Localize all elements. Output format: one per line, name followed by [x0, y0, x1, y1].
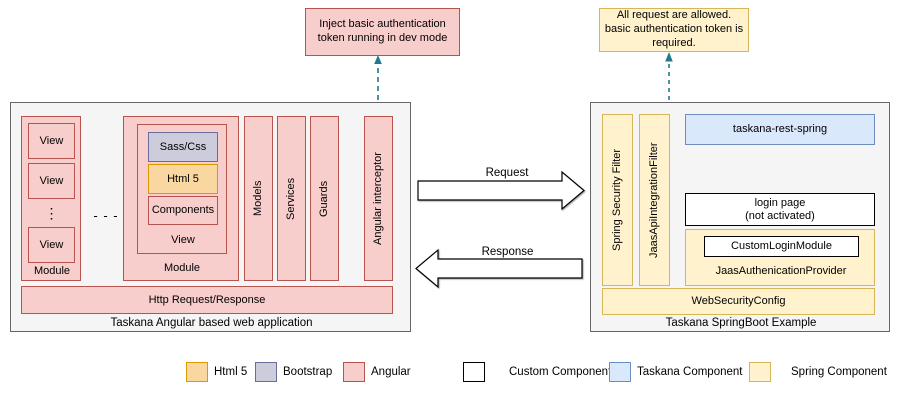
legend-label-spring-component: Spring Component — [791, 366, 887, 378]
taskana-rest-spring-box: taskana-rest-spring — [685, 114, 875, 145]
legend-label-bootstrap: Bootstrap — [283, 366, 333, 378]
column-angular-interceptor-label: Angular interceptor — [372, 152, 385, 245]
callout-dev-mode: Inject basic authentication token runnin… — [305, 8, 460, 56]
login-page-label-line1: login page — [754, 196, 806, 209]
module-b-label: Module — [124, 259, 240, 277]
web-security-config: WebSecurityConfig — [602, 288, 875, 315]
module-b-view-label: View — [138, 229, 228, 251]
legend-item-custom-component: Custom Component — [463, 362, 611, 382]
column-guards: Guards — [310, 116, 339, 281]
spring-security-filter: Spring Security Filter — [602, 114, 633, 286]
legend-item-angular: Angular — [343, 362, 411, 382]
column-services: Services — [277, 116, 306, 281]
legend-item-bootstrap: Bootstrap — [255, 362, 332, 382]
module-a-view-1-label: View — [39, 134, 64, 147]
legend-label-html5: Html 5 — [214, 366, 248, 378]
left-panel-title: Taskana Angular based web application — [11, 315, 412, 332]
http-request-response-bar: Http Request/Response — [21, 286, 393, 314]
module-a-vertical-ellipsis-icon: ⋮ — [28, 201, 75, 225]
module-a-label-text: Module — [33, 265, 71, 278]
jaas-authentication-provider-label: JaasAuthenicationProvider — [686, 260, 876, 282]
spring-security-filter-label: Spring Security Filter — [611, 148, 624, 252]
jaas-api-integration-filter-label: JaasApiIntegrationFilter — [648, 142, 661, 258]
module-b-item-html5: Html 5 — [148, 164, 218, 194]
taskana-rest-spring-label: taskana-rest-spring — [732, 123, 828, 136]
column-models-label: Models — [252, 180, 265, 217]
callout-dev-mode-text: Inject basic authentication token runnin… — [317, 18, 448, 44]
left-panel-angular-app: View View ⋮ View Module - - - Sas — [10, 102, 411, 332]
module-a: View View ⋮ View Module — [21, 116, 81, 281]
login-page-label-line2: (not activated) — [745, 209, 815, 222]
legend-swatch-taskana-component — [609, 362, 631, 382]
legend-label-taskana-component: Taskana Component — [637, 366, 743, 378]
module-a-view-3: View — [28, 227, 75, 263]
module-b-label-text: Module — [163, 261, 201, 274]
jaas-authentication-provider: CustomLoginModule JaasAuthenicationProvi… — [685, 229, 875, 286]
module-a-label: Module — [22, 263, 82, 280]
module-a-view-2: View — [28, 163, 75, 199]
column-models: Models — [244, 116, 273, 281]
module-sequence-ellipsis-icon: - - - — [86, 208, 126, 224]
module-b-item-sass-css: Sass/Css — [148, 132, 218, 162]
module-a-ellipsis-glyph: ⋮ — [44, 204, 59, 221]
jaas-api-integration-filter: JaasApiIntegrationFilter — [639, 114, 670, 286]
response-label-text: Response — [481, 246, 534, 259]
left-panel-title-text: Taskana Angular based web application — [110, 316, 313, 329]
web-security-config-label: WebSecurityConfig — [691, 295, 786, 308]
custom-login-module: CustomLoginModule — [704, 236, 859, 257]
module-a-view-2-label: View — [39, 174, 64, 187]
legend-swatch-bootstrap — [255, 362, 277, 382]
request-label: Request — [452, 166, 562, 182]
module-b-view-label-text: View — [171, 233, 195, 246]
column-guards-label: Guards — [318, 180, 331, 217]
module-a-view-1: View — [28, 123, 75, 159]
module-a-view-3-label: View — [39, 238, 64, 251]
custom-login-module-label: CustomLoginModule — [731, 240, 832, 253]
callout-auth-text: All request are allowed. basic authentic… — [604, 9, 744, 49]
right-panel-title: Taskana SpringBoot Example — [591, 315, 891, 332]
module-b-item-html5-label: Html 5 — [167, 172, 199, 185]
login-page-box: login page (not activated) — [685, 193, 875, 226]
jaas-authentication-provider-label-text: JaasAuthenicationProvider — [715, 264, 847, 277]
column-services-label: Services — [285, 177, 298, 220]
response-label: Response — [450, 245, 565, 261]
legend-swatch-html5 — [186, 362, 208, 382]
module-sequence-ellipsis-glyph: - - - — [93, 207, 119, 223]
request-label-text: Request — [485, 167, 529, 180]
legend-label-angular: Angular — [371, 366, 411, 378]
legend-item-taskana-component: Taskana Component — [609, 362, 742, 382]
legend-item-spring-component: Spring Component — [749, 362, 887, 382]
callout-auth: All request are allowed. basic authentic… — [599, 8, 749, 52]
module-b: Sass/Css Html 5 Components View Module — [123, 116, 239, 281]
column-angular-interceptor: Angular interceptor — [364, 116, 393, 281]
legend-swatch-custom-component — [463, 362, 485, 382]
module-b-item-components: Components — [148, 196, 218, 225]
legend-swatch-angular — [343, 362, 365, 382]
module-b-view-container: Sass/Css Html 5 Components View — [137, 124, 227, 254]
legend-item-html5: Html 5 — [186, 362, 247, 382]
module-b-item-sass-css-label: Sass/Css — [159, 140, 207, 153]
http-request-response-label: Http Request/Response — [148, 293, 266, 306]
legend-label-custom-component: Custom Component — [509, 366, 612, 378]
module-b-item-components-label: Components — [151, 204, 215, 217]
right-panel-title-text: Taskana SpringBoot Example — [665, 316, 817, 329]
legend-swatch-spring-component — [749, 362, 771, 382]
right-panel-springboot-example: Spring Security Filter JaasApiIntegratio… — [590, 102, 890, 332]
